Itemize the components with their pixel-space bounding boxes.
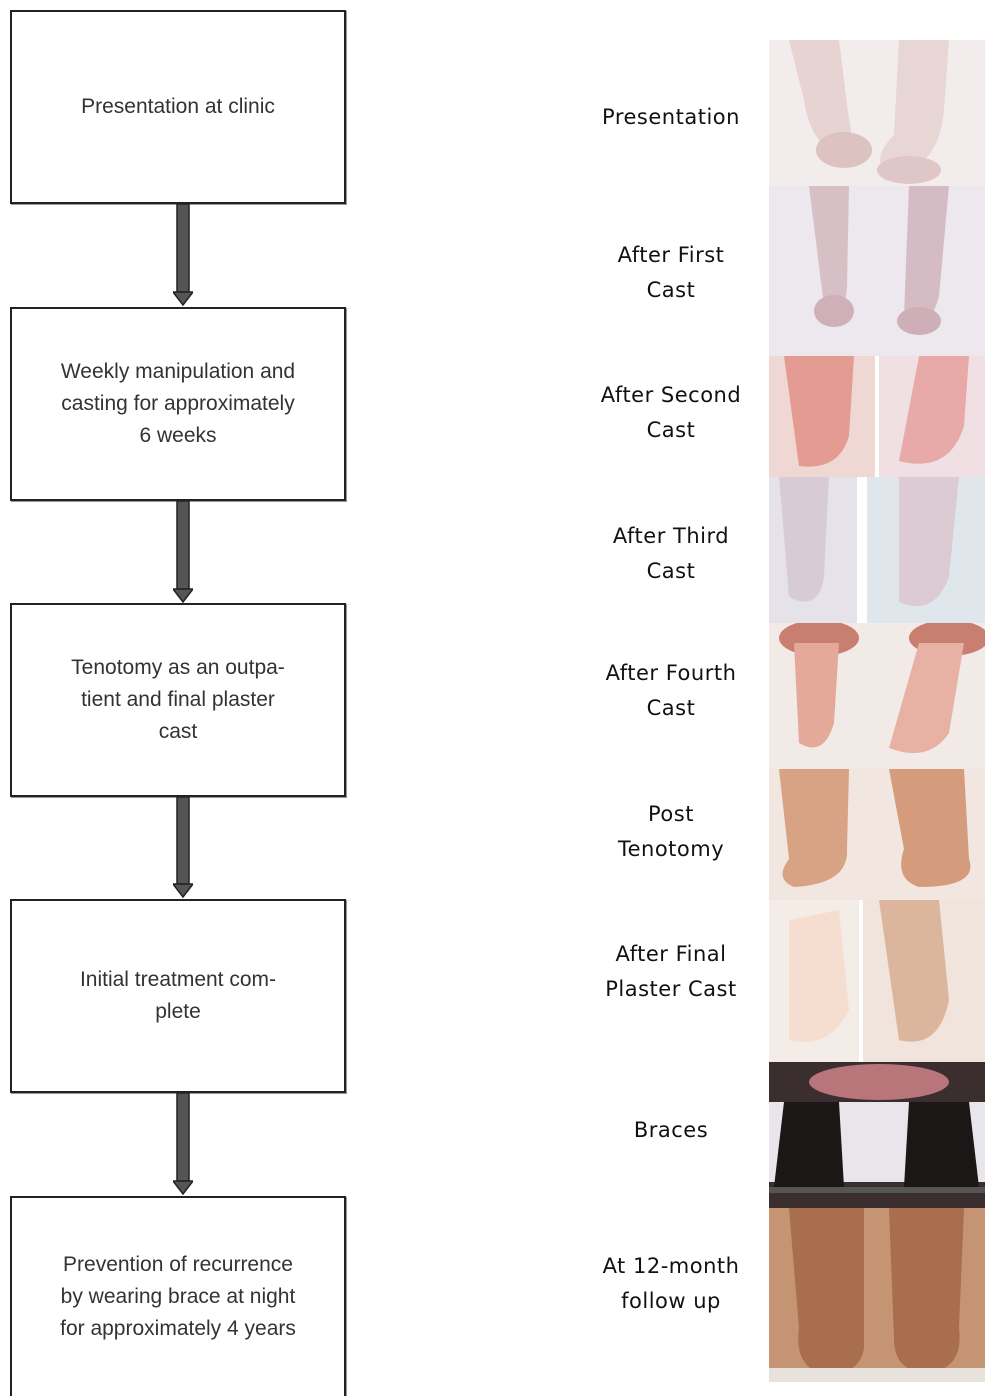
down-arrow-icon (173, 1093, 193, 1196)
photo-first-cast (769, 186, 985, 358)
stage-label-braces: Braces (560, 1113, 782, 1148)
photo-post-tenotomy (769, 769, 985, 902)
stage-label-second-cast: After Second Cast (560, 378, 782, 448)
photo-12-month (769, 1208, 985, 1382)
down-arrow-icon (173, 797, 193, 899)
flow-step-prevention: Prevention of recurrence by wearing brac… (10, 1196, 346, 1396)
stage-label-third-cast: After Third Cast (560, 519, 782, 589)
photo-second-cast (769, 356, 985, 479)
down-arrow-icon (173, 501, 193, 604)
down-arrow-icon (173, 204, 193, 307)
flow-step-initial-complete: Initial treatment com- plete (10, 899, 346, 1093)
photo-final-cast (769, 900, 985, 1064)
stage-label-first-cast: After First Cast (560, 238, 782, 308)
flow-step-text: Weekly manipulation and casting for appr… (61, 356, 295, 452)
flow-step-casting: Weekly manipulation and casting for appr… (10, 307, 346, 501)
photo-fourth-cast (769, 623, 985, 771)
stage-label-12-month: At 12-month follow up (560, 1249, 782, 1319)
flow-step-tenotomy: Tenotomy as an outpa- tient and final pl… (10, 603, 346, 797)
flow-step-text: Tenotomy as an outpa- tient and final pl… (71, 652, 285, 748)
flow-step-text: Presentation at clinic (81, 91, 275, 123)
stage-label-presentation: Presentation (560, 100, 782, 135)
stage-label-post-tenotomy: Post Tenotomy (560, 797, 782, 867)
photo-braces (769, 1062, 985, 1210)
flow-step-text: Prevention of recurrence by wearing brac… (60, 1249, 296, 1345)
photo-presentation (769, 40, 985, 188)
flow-step-text: Initial treatment com- plete (80, 964, 276, 1028)
stage-label-final-cast: After Final Plaster Cast (560, 937, 782, 1007)
photo-third-cast (769, 477, 985, 625)
flow-step-presentation: Presentation at clinic (10, 10, 346, 204)
stage-label-fourth-cast: After Fourth Cast (560, 656, 782, 726)
